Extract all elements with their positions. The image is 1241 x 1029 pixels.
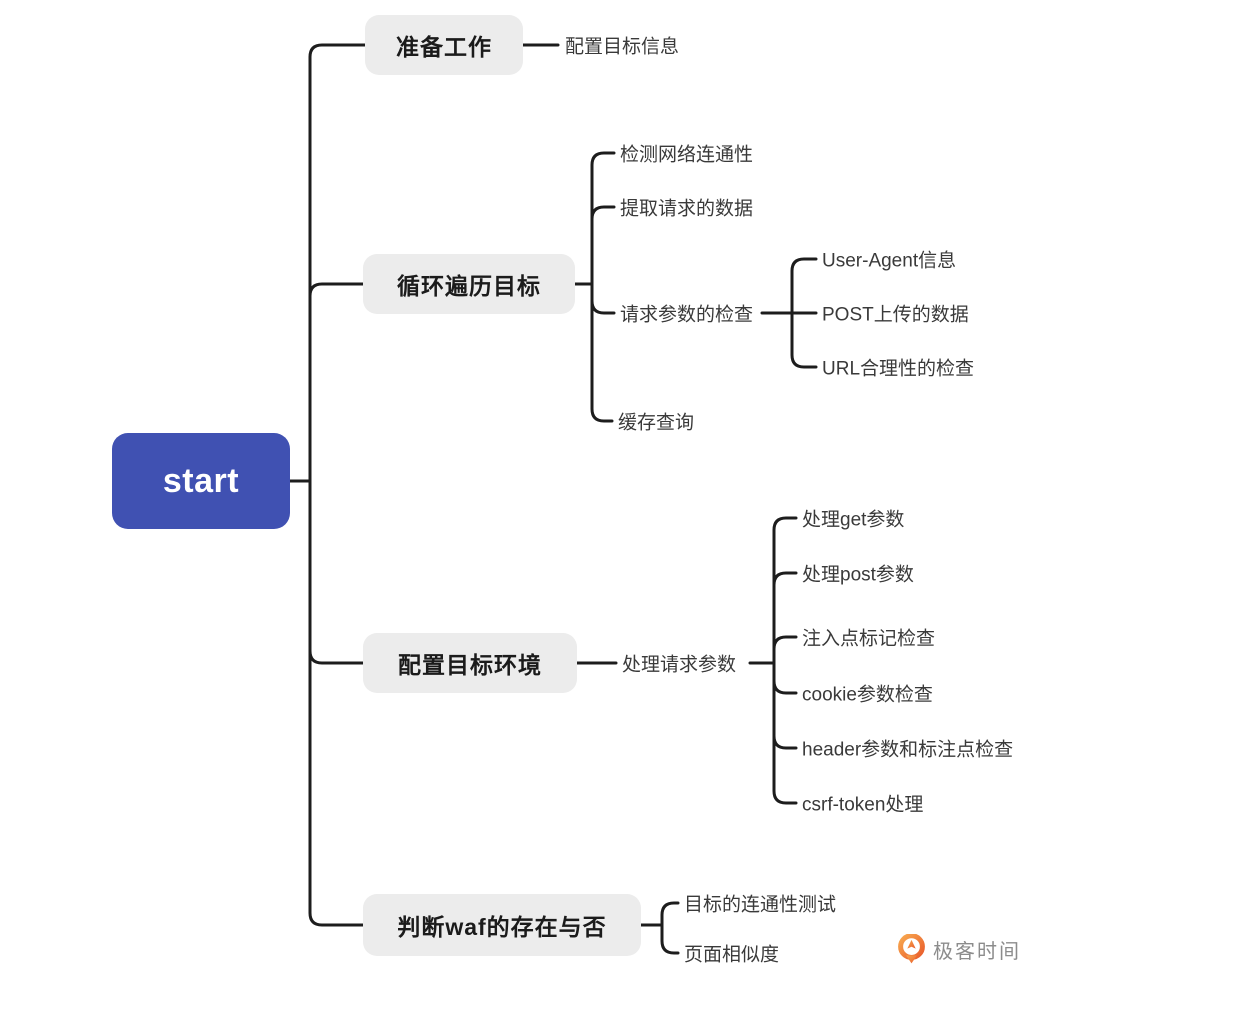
leaf-csrf-token-handling: csrf-token处理 [802,794,924,816]
leaf-handle-post-params: 处理post参数 [802,564,914,586]
connector-path [590,151,616,423]
leaf-extract-request-data: 提取请求的数据 [620,198,754,220]
connector-path [772,516,798,805]
leaf-handle-request-params: 处理请求参数 [622,654,737,676]
branch-loop-targets: 循环遍历目标 [363,254,575,314]
leaf-target-connectivity-test: 目标的连通性测试 [684,894,837,916]
connector-path [308,649,365,665]
leaf-cookie-params-check: cookie参数检查 [802,684,933,706]
connector-path [308,43,367,927]
connector-path [590,205,616,221]
connector-path [772,571,798,587]
leaf-post-upload-data: POST上传的数据 [822,304,969,326]
geektime-logo-text: 极客时间 [933,941,1021,963]
leaf-user-agent-info: User-Agent信息 [822,250,957,272]
connector-path [660,901,680,955]
leaf-url-validity-check: URL合理性的检查 [822,358,975,380]
leaf-request-params-check: 请求参数的检查 [620,304,754,326]
geektime-logo: 极客时间 [898,934,1021,965]
leaf-injection-point-mark-check: 注入点标记检查 [802,628,936,650]
node-start-root: start [112,433,290,529]
connector-path [590,299,616,315]
connector-path [772,734,798,750]
branch-waf-detection: 判断waf的存在与否 [363,894,641,956]
geektime-pin-icon [898,934,925,965]
leaf-handle-get-params: 处理get参数 [802,509,905,531]
connector-path [772,679,798,695]
leaf-page-similarity: 页面相似度 [684,944,780,966]
leaf-cache-query: 缓存查询 [618,412,695,434]
leaf-header-params-check: header参数和标注点检查 [802,739,1014,761]
leaf-config-target-info: 配置目标信息 [565,36,680,58]
leaf-check-network-connectivity: 检测网络连通性 [620,144,754,166]
connector-path [772,635,798,651]
branch-preparation: 准备工作 [365,15,523,75]
connector-path [308,282,365,298]
branch-configure-target-env: 配置目标环境 [363,633,577,693]
